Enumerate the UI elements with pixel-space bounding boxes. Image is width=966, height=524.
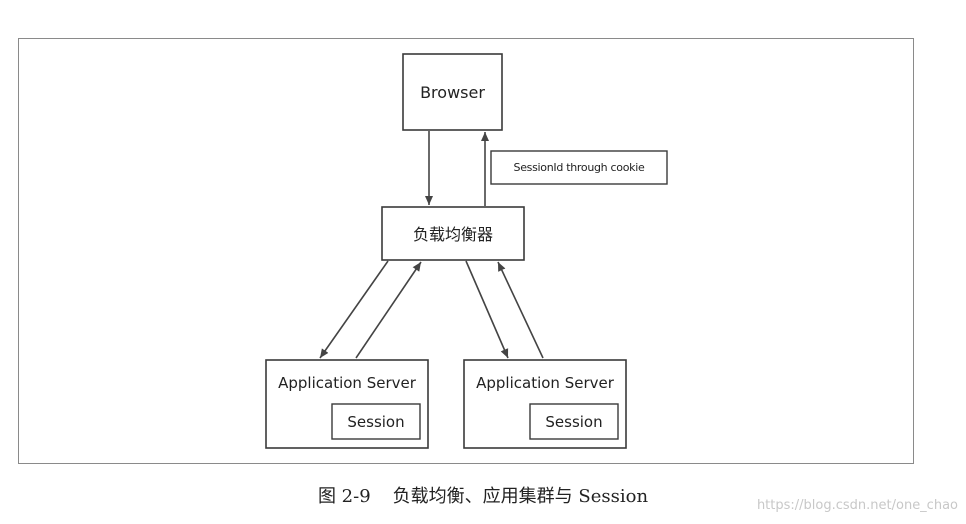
figure-number: 图 2-9 (317, 486, 371, 507)
watermark: https://blog.csdn.net/one_chao (756, 498, 958, 513)
load-balancer-node: 负载均衡器 (381, 206, 525, 261)
arrow-balancer-to-server-2 (465, 260, 509, 359)
arrow-balancer-to-server-1 (319, 260, 389, 359)
app-server-2-label: Application Server (476, 374, 615, 392)
app-server-1-node: Application Server Session (265, 359, 429, 449)
session-2-box (529, 403, 619, 440)
session-id-note: SessionId through cookie (490, 150, 668, 185)
figure-caption: 图 2-9 负载均衡、应用集群与 Session (0, 482, 966, 508)
browser-node: Browser (402, 53, 503, 131)
browser-label: Browser (420, 83, 485, 102)
load-balancer-label: 负载均衡器 (413, 225, 493, 244)
app-server-2-node: Application Server Session (463, 359, 627, 449)
figure-frame (18, 38, 914, 464)
session-1-box (331, 403, 421, 440)
session-1-label: Session (347, 413, 404, 431)
session-id-note-label: SessionId through cookie (514, 161, 645, 174)
arrow-server-2-to-balancer (497, 261, 544, 359)
arrow-server-1-to-balancer (355, 261, 422, 359)
session-2-label: Session (545, 413, 602, 431)
app-server-1-label: Application Server (278, 374, 417, 392)
figure-caption-text: 负载均衡、应用集群与 Session (392, 486, 649, 507)
